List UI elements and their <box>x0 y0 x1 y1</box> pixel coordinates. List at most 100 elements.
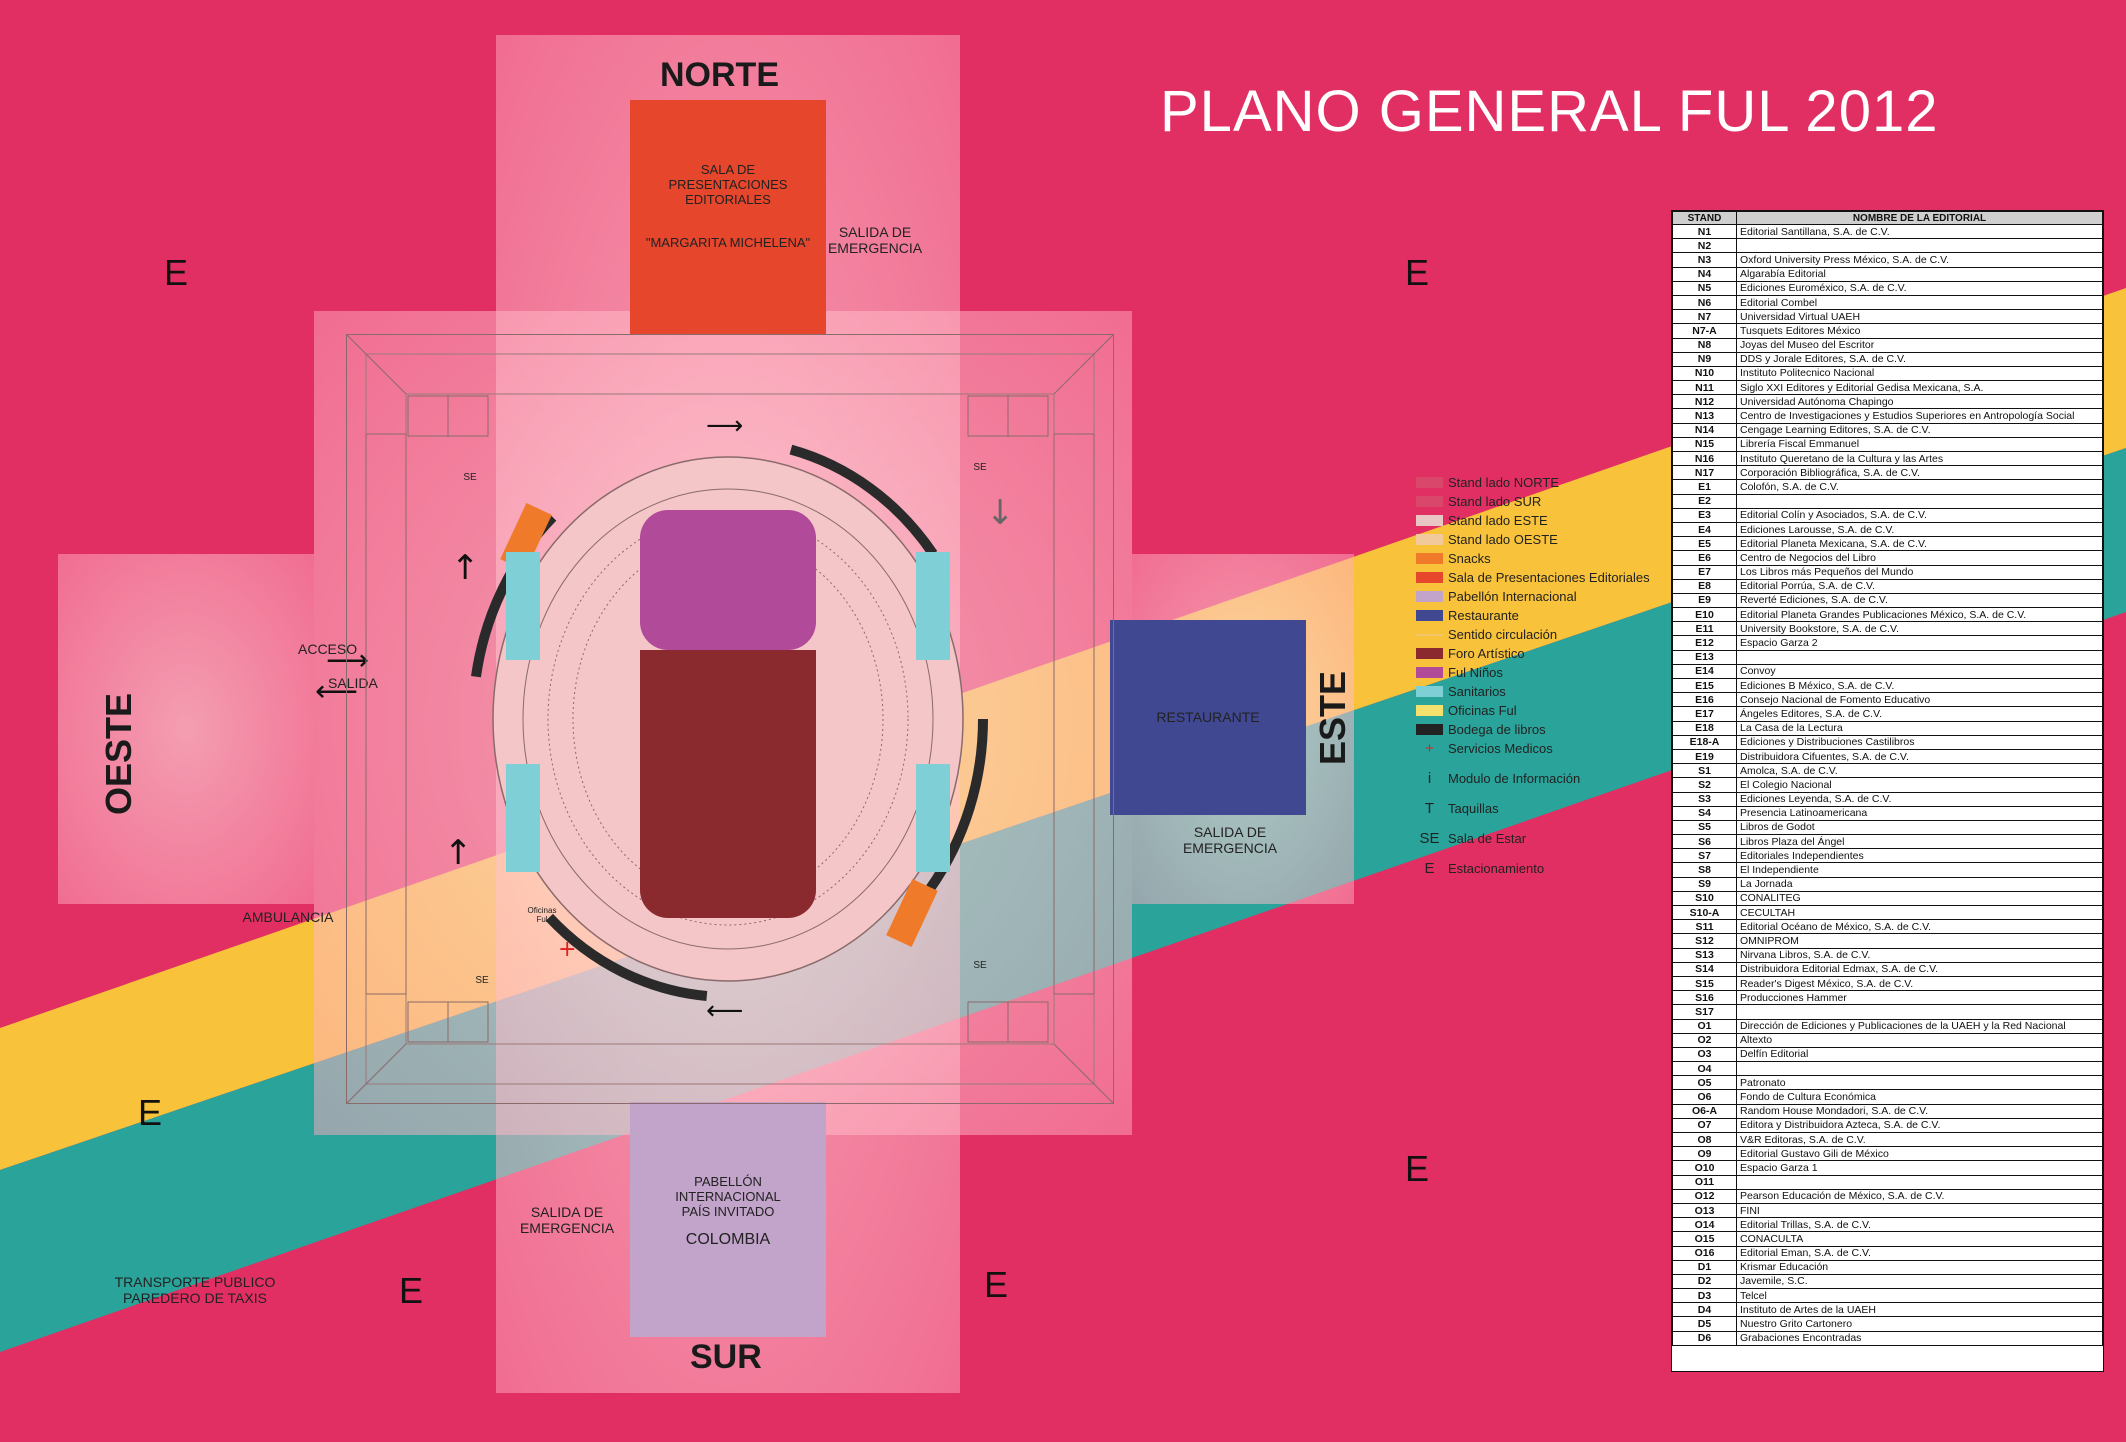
sanitarios-area[interactable] <box>916 764 950 872</box>
sanitarios-area[interactable] <box>506 764 540 872</box>
page-title: PLANO GENERAL FUL 2012 <box>1160 79 1939 144</box>
stand-code: N9 <box>1672 351 1737 367</box>
stand-code: E2 <box>1672 493 1737 509</box>
editorial-name <box>1736 238 2103 254</box>
transport-line2: PAREDERO DE TAXIS <box>123 1290 267 1306</box>
restaurante-area[interactable]: RESTAURANTE <box>1110 620 1306 815</box>
stand-code: E10 <box>1672 607 1737 623</box>
emergency-exit-east: SALIDA DE EMERGENCIA <box>1175 824 1285 856</box>
editorial-name: Altexto <box>1736 1032 2103 1048</box>
editorial-name: Ediciones Leyenda, S.A. de C.V. <box>1736 791 2103 807</box>
sala-estar-marker: SE <box>973 462 987 473</box>
stand-code: D4 <box>1672 1302 1737 1318</box>
editorial-name: Editorial Porrúa, S.A. de C.V. <box>1736 578 2103 594</box>
table-header-name: NOMBRE DE LA EDITORIAL <box>1736 211 2103 225</box>
legend-swatch <box>1416 667 1443 678</box>
stand-code: N2 <box>1672 238 1737 254</box>
direction-east: ESTE <box>1312 670 1353 765</box>
ful-ninos-area[interactable] <box>640 510 816 650</box>
snacks-area[interactable] <box>886 878 938 948</box>
editorial-name: Telcel <box>1736 1288 2103 1304</box>
sala-presentaciones[interactable]: SALA DE PRESENTACIONES EDITORIALES "MARG… <box>630 100 826 335</box>
legend-label: Sanitarios <box>1448 684 1506 699</box>
svg-text:⟶: ⟶ <box>706 411 743 441</box>
foro-artistico-area[interactable] <box>640 650 816 918</box>
direction-south: SUR <box>690 1338 762 1376</box>
stand-code: E11 <box>1672 621 1737 637</box>
editorial-name: Colofón, S.A. de C.V. <box>1736 479 2103 495</box>
stand-code: N4 <box>1672 266 1737 282</box>
editorial-name: Joyas del Museo del Escritor <box>1736 337 2103 353</box>
editorial-name: Consejo Nacional de Fomento Educativo <box>1736 692 2103 708</box>
stand-code: E7 <box>1672 564 1737 580</box>
editorial-name: Siglo XXI Editores y Editorial Gedisa Me… <box>1736 380 2103 396</box>
pabellon-internacional[interactable]: PABELLÓN INTERNACIONAL PAÍS INVITADO COL… <box>630 1102 826 1337</box>
editorial-name: Instituto Queretano de la Cultura y las … <box>1736 450 2103 467</box>
legend-label: Foro Artístico <box>1448 646 1525 661</box>
stand-code: O16 <box>1672 1245 1737 1261</box>
legend-symbol-icon: E <box>1424 860 1435 877</box>
legend-label: Sala de Estar <box>1448 831 1527 846</box>
parking-marker: E <box>983 1264 1008 1305</box>
sala-label-3: EDITORIALES <box>685 192 771 207</box>
sanitarios-area[interactable] <box>506 552 540 660</box>
svg-text:↑: ↑ <box>451 548 480 588</box>
venue-floor-plan: ⟶ ⟵ ↑ ↑ ↓ + <box>346 334 1114 1104</box>
sanitarios-area[interactable] <box>916 552 950 660</box>
stand-code: E15 <box>1672 677 1737 694</box>
stand-code: S15 <box>1672 975 1737 992</box>
pabellon-country: COLOMBIA <box>685 1231 771 1248</box>
stand-code: D6 <box>1672 1330 1737 1346</box>
stand-code: E9 <box>1672 592 1737 609</box>
sala-estar-marker: SE <box>463 472 477 483</box>
legend-swatch <box>1416 553 1443 564</box>
legend-label: Sala de Presentaciones Editoriales <box>1448 570 1650 585</box>
stand-code: N12 <box>1672 394 1737 410</box>
sala-label-1: SALA DE <box>700 162 756 177</box>
stand-code: S1 <box>1672 763 1737 779</box>
editorial-name: Ediciones y Distribuciones Castilibros <box>1736 734 2103 750</box>
editorial-name: Espacio Garza 2 <box>1736 635 2103 651</box>
editorial-name: CONACULTA <box>1736 1231 2103 1247</box>
editorial-name <box>1736 1174 2103 1190</box>
editorial-name: Centro de Negocios del Libro <box>1736 550 2103 566</box>
table-row: E2 <box>1672 493 2103 509</box>
editorial-name: Cengage Learning Editores, S.A. de C.V. <box>1736 422 2103 438</box>
table-row: O4 <box>1672 1061 2103 1077</box>
editorial-name: Tusquets Editores México <box>1736 323 2103 339</box>
legend-swatch <box>1416 610 1443 621</box>
stand-code: E17 <box>1672 706 1737 722</box>
stand-code: S14 <box>1672 961 1737 977</box>
legend-label: Pabellón Internacional <box>1448 589 1577 604</box>
editorial-name: Delfín Editorial <box>1736 1046 2103 1063</box>
stand-code: E12 <box>1672 635 1737 651</box>
editorial-name: Editorial Eman, S.A. de C.V. <box>1736 1245 2103 1261</box>
stand-code: N1 <box>1672 223 1737 240</box>
editorial-name: Pearson Educación de México, S.A. de C.V… <box>1736 1188 2103 1204</box>
stand-code: S13 <box>1672 947 1737 963</box>
editorial-name: Nirvana Libros, S.A. de C.V. <box>1736 947 2103 963</box>
editorial-name <box>1736 649 2103 665</box>
sala-name: "MARGARITA MICHELENA" <box>645 235 811 250</box>
